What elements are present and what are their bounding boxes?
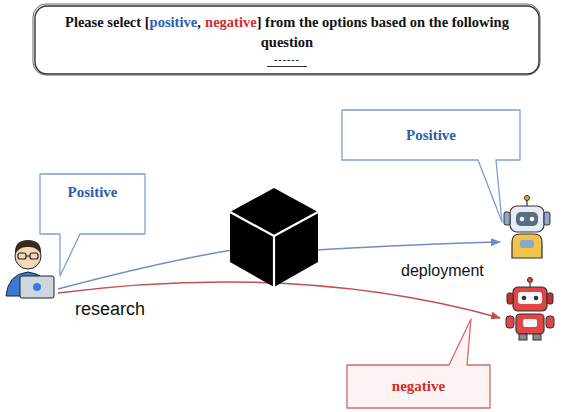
text-area: Please select [positive,negative] from t… — [41, 7, 533, 73]
node-text: Positive — [406, 127, 456, 143]
robot-icon — [504, 196, 550, 259]
text-area: negative — [347, 365, 490, 408]
node-text: negative — [205, 14, 257, 30]
node-text: positive — [150, 14, 198, 30]
text-flow: negative — [392, 376, 445, 396]
node-text: negative — [392, 378, 445, 394]
node-text: ] from the options based on the followin… — [257, 14, 509, 50]
text-label: deployment — [401, 262, 484, 280]
node-outline — [345, 315, 493, 411]
node-outline — [340, 108, 522, 228]
flow-arrow — [316, 242, 500, 250]
speech-bubble: Positive — [38, 172, 148, 280]
text-flow: Positive — [68, 182, 118, 202]
black-box-cube — [230, 188, 318, 287]
text-area: Positive — [342, 110, 520, 160]
text-area: Positive — [40, 174, 145, 210]
robot-icon — [506, 278, 554, 341]
speech-bubble: negative — [345, 315, 493, 411]
speech-bubble: Positive — [340, 108, 522, 228]
node-text: Please select [ — [65, 14, 150, 30]
node-text: Positive — [68, 184, 118, 200]
text-label: research — [75, 299, 145, 320]
researcher-icon — [6, 240, 54, 298]
flow-line — [58, 250, 232, 289]
separator-text: ------ — [267, 54, 307, 67]
text-flow: Positive — [406, 125, 456, 145]
node-text: , — [197, 14, 201, 30]
text-flow: Please select [positive,negative] from t… — [41, 13, 533, 66]
prompt-box: Please select [positive,negative] from t… — [33, 4, 541, 76]
